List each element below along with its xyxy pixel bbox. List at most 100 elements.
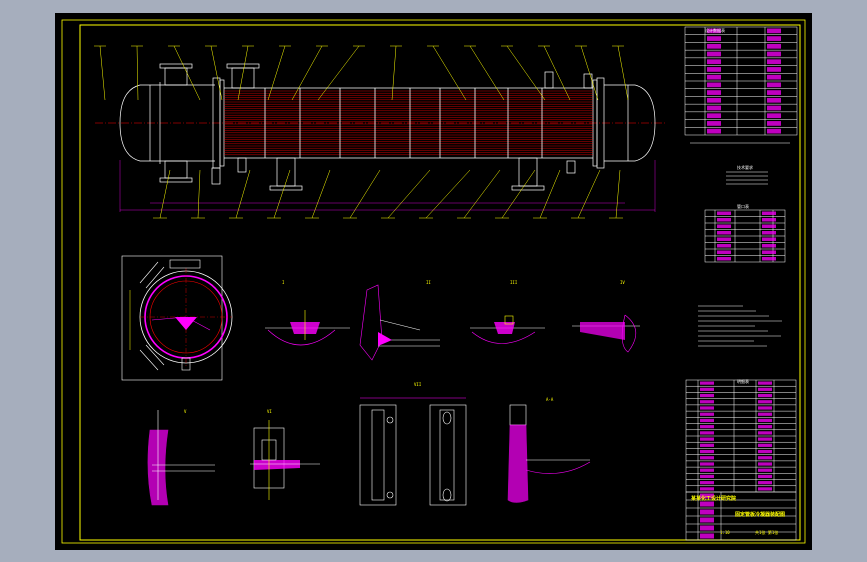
cell-text — [758, 462, 772, 466]
main-dimensions — [119, 160, 656, 212]
leader-line — [615, 169, 621, 219]
cell-text — [767, 121, 781, 126]
design-notes-title: 技术要求 — [737, 165, 753, 170]
section-label-2: II — [426, 280, 431, 285]
leader-line — [349, 169, 381, 219]
cell-text — [700, 533, 714, 539]
design-data-title: 设计数据表 — [705, 28, 725, 33]
cell-text — [767, 105, 781, 111]
cell-text — [758, 393, 772, 398]
cell-text — [758, 431, 772, 435]
cell-text — [707, 90, 721, 95]
outer-frame — [61, 19, 806, 544]
cell-text — [707, 51, 721, 57]
cell-text — [767, 67, 781, 72]
cell-text — [700, 443, 714, 447]
leader-line — [617, 45, 629, 101]
drawing-sheet-count: 共1张 第1张 — [755, 530, 779, 535]
cell-text — [717, 231, 731, 235]
detail-view-4 — [572, 314, 640, 353]
leader-line — [317, 45, 360, 101]
leader-line — [543, 45, 571, 101]
cell-text — [700, 400, 714, 404]
cell-text — [767, 74, 781, 80]
section-view-a-a — [121, 255, 233, 381]
cell-text — [707, 121, 721, 126]
leader-line — [391, 45, 397, 101]
leader-line — [501, 169, 536, 219]
cell-text — [758, 400, 772, 404]
technical-requirements — [690, 142, 790, 347]
cell-text — [700, 462, 714, 466]
cell-text — [717, 237, 731, 241]
cell-text — [758, 425, 772, 429]
leader-line — [273, 169, 291, 219]
detail-view-6 — [250, 420, 320, 500]
leader-line — [432, 45, 467, 101]
cell-text — [707, 67, 721, 72]
cell-text — [758, 456, 772, 460]
cell-text — [767, 97, 781, 103]
cell-text — [717, 250, 731, 254]
cell-text — [700, 418, 714, 423]
cell-text — [700, 468, 714, 472]
cell-text — [767, 82, 781, 88]
cell-text — [758, 449, 772, 454]
cell-text — [767, 51, 781, 57]
cell-text — [700, 381, 714, 385]
leader-line — [99, 45, 106, 101]
cell-text — [700, 474, 714, 479]
detail-view-3 — [470, 315, 545, 344]
section-label-7: VII — [414, 382, 422, 387]
cell-text — [700, 525, 714, 531]
section-label-1: I — [282, 280, 285, 285]
baffle-plates — [264, 88, 543, 158]
cell-text — [707, 97, 721, 103]
cell-text — [758, 418, 772, 423]
cell-text — [758, 412, 772, 416]
tube-bundle — [224, 90, 593, 156]
cell-text — [767, 59, 781, 65]
cell-text — [707, 36, 721, 41]
cell-text — [700, 431, 714, 435]
cell-text — [758, 381, 772, 385]
cell-text — [700, 425, 714, 429]
cell-text — [707, 113, 721, 119]
cell-text — [762, 211, 776, 215]
cell-text — [700, 481, 714, 485]
detail-view-2 — [359, 284, 440, 361]
cell-text — [707, 128, 721, 134]
leader-line — [136, 45, 139, 101]
leader-line — [237, 45, 249, 101]
cell-text — [700, 387, 714, 391]
leader-line — [506, 45, 546, 101]
cell-text — [758, 443, 772, 447]
detail-view-8 — [507, 404, 591, 503]
cell-text — [707, 82, 721, 88]
leader-line — [425, 169, 471, 219]
cell-text — [707, 105, 721, 111]
leader-line — [311, 169, 331, 219]
leader-line — [580, 45, 599, 101]
leader-line — [291, 45, 323, 101]
cell-text — [762, 250, 776, 254]
right-tables — [684, 26, 798, 541]
cell-text — [762, 257, 776, 261]
cell-text — [700, 449, 714, 454]
detail-view-7 — [359, 397, 467, 506]
cell-text — [758, 487, 772, 491]
leader-line — [469, 45, 505, 101]
cell-text — [700, 493, 714, 499]
cell-text — [700, 393, 714, 398]
cell-text — [700, 487, 714, 491]
leader-line — [387, 169, 431, 219]
section-label-5: V — [184, 409, 187, 414]
cell-text — [700, 517, 714, 523]
section-label-3: III — [510, 280, 518, 285]
cell-text — [717, 224, 731, 228]
leader-line — [173, 45, 201, 101]
cell-text — [758, 387, 772, 391]
cell-text — [700, 509, 714, 515]
